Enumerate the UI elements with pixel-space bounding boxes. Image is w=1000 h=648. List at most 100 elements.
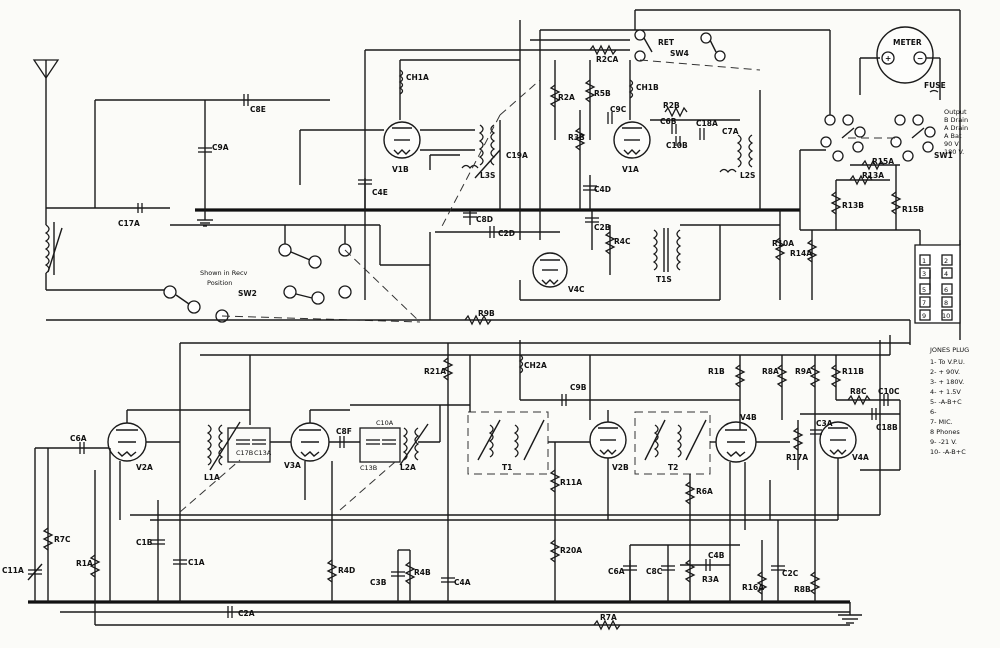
tube-v3a: V3A [284,422,330,470]
label-r7c: R7C [54,535,71,544]
resistor-r1a: R1A [76,470,101,625]
label-ret: RET [658,38,675,47]
resistor-r11a: R11A [549,442,582,602]
label-c10a: C10A [376,419,394,427]
label-r11a: R11A [560,478,582,487]
label-r9a: R9A [795,367,812,376]
label-r8c: R8C [850,387,867,396]
antenna-icon [32,59,60,225]
label-meter-minus: − [917,54,923,63]
label-c4e: C4E [372,188,388,197]
label-c8d: C8D [476,215,493,224]
resistor-r13a: R13A [836,171,890,186]
resistor-r5b: R5B [584,60,611,140]
label-c18a: C18A [696,119,718,128]
capacitor-c8d: C8D [463,210,493,225]
label-r2c: R2CA [596,55,618,64]
label-c10c: C10C [878,387,900,396]
label-t1s: T1S [656,275,672,284]
capacitor-c10c: C10C [878,387,900,406]
label-ch1a: CH1A [406,73,429,82]
tube-v1a: V1A [613,121,651,174]
label-shown-in-recv-2: Position [207,279,232,287]
label-c2c: C2C [782,569,799,578]
transformer-l2a: L2A [399,423,429,472]
capacitor-c4a: C4A [441,400,471,602]
label-c19a: C19A [506,151,528,160]
jones-pin-5: 5 [922,286,926,294]
label-c8f: C8F [336,427,352,436]
label-v3a: V3A [284,461,301,470]
label-r8b: R8B [794,585,811,594]
label-sw4: SW4 [670,49,689,58]
capacitor-c13b: C13B [360,439,396,472]
label-r13b: R13B [842,201,864,210]
label-c2b: C2B [594,223,611,232]
jones-plug: 1 2 3 4 5 6 7 8 9 10 [914,244,961,324]
capacitor-c4b: C4B [680,551,730,571]
capacitor-c1b: C1B [136,500,165,602]
label-r7a: R7A [600,613,617,622]
label-shown-in-recv-1: Shown in Recv [200,269,248,277]
capacitor-c11a: C11A [2,448,43,602]
label-c4b: C4B [708,551,725,560]
jones-title: JONES PLUG [929,346,969,354]
resistor-r4b-low: R4B [404,550,431,602]
capacitor-c6b: C6B [660,117,677,134]
label-v4c: V4C [568,285,585,294]
tube-v4c: V4C [532,252,585,294]
resistor-r10a: R10A [772,210,794,300]
label-sw1-pos-1: B Drain [944,116,968,124]
resistor-r4c: R4C [604,225,631,275]
capacitor-c6a: C6A [70,434,87,454]
label-fuse: FUSE [924,81,946,90]
label-sw1-pos-5: 180 V. [944,148,964,156]
label-meter-plus: + [885,54,891,63]
label-ch2a: CH2A [524,361,547,370]
label-r21a: R21A [424,367,446,376]
resistor-r11b: R11B [830,355,864,400]
label-c13a: C13A [254,449,272,457]
label-r4b-low: R4B [414,568,431,577]
label-r10a: R10A [772,239,794,248]
capacitor-c8e: C8E [243,94,266,114]
fuse-icon: FUSE [924,81,946,93]
label-sw1-pos-2: A Drain [944,124,968,132]
resistor-r8c: R8C [847,387,871,406]
jones-pin-10: 10 [942,312,950,320]
capacitor-c13a: C13A [252,439,272,457]
resistor-r16a: R16A [742,540,768,602]
label-v1a: V1A [622,165,639,174]
label-c6b: C6B [660,117,677,126]
tube-v2b: V2B [589,421,629,472]
jones-legend-3: 3- + 180V. [930,378,964,386]
label-r20a: R20A [560,546,582,555]
choke-ch2a: CH2A [518,340,547,400]
resistor-r6a: R6A [684,474,713,602]
capacitor-c3b: C3B [370,550,405,602]
label-c18b: C18B [876,423,898,432]
transformer-t1: T1 [467,411,549,475]
label-v4b: V4B [740,413,757,422]
label-v4a: V4A [852,453,869,462]
jones-pin-8: 8 [944,299,948,307]
capacitor-c2b: C2B [585,210,611,250]
jones-legend-7: 7- MIC. [930,418,953,426]
label-r11b: R11B [842,367,864,376]
label-c1b: C1B [136,538,153,547]
resistor-r17a: R17A [786,420,808,470]
jones-pin-1: 1 [922,257,926,265]
capacitor-c9a: C9A [198,143,229,153]
label-l1a: L1A [204,473,220,482]
switch-sw1: SW1 Output B Drain A Drain A Bat 90 V 18… [820,108,968,162]
capacitor-c2c: C2C [771,520,799,602]
label-r15a: R15A [872,157,894,166]
label-c11a: C11A [2,566,24,575]
resistor-r9b: R9B [464,309,495,326]
transformer-t1s: T1S [652,228,682,284]
tube-v2a: V2A [107,422,153,472]
input-coil [44,222,63,290]
resistor-r7c: R7C [42,527,71,551]
label-c2a: C2A [238,609,255,618]
